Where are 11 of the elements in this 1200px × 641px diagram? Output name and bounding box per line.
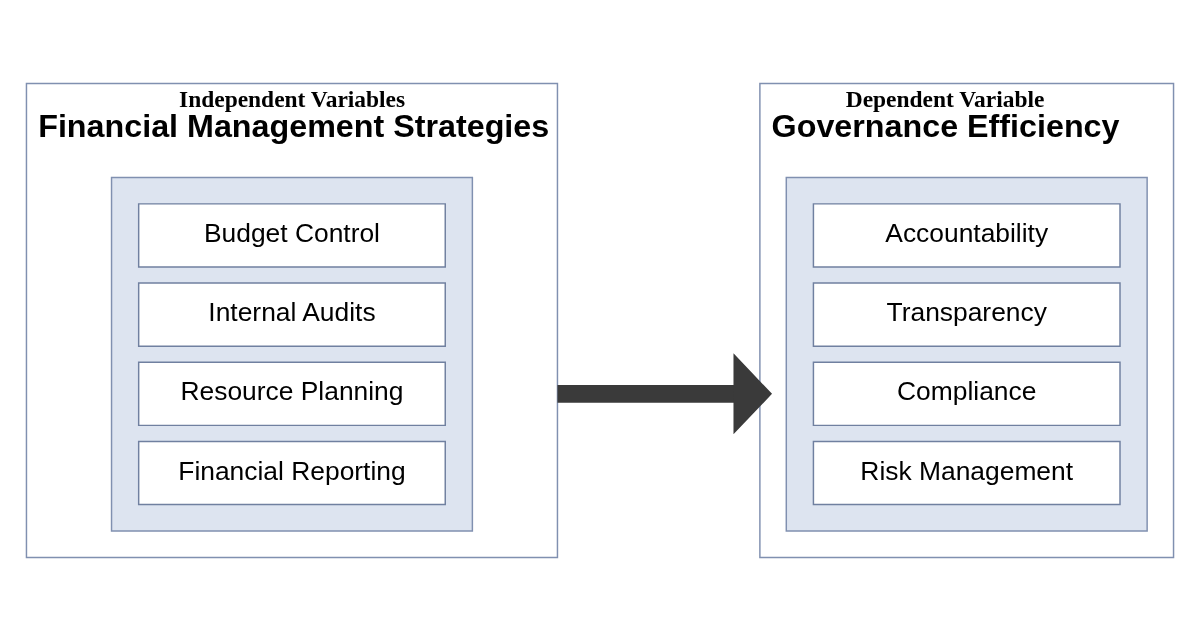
cluster [785,176,1148,532]
node-box: Accountability [812,203,1121,268]
node-box: Transparency [812,282,1121,347]
node-box: Financial Reporting [137,440,446,506]
node-box: Internal Audits [137,282,446,347]
arrow [557,353,773,435]
cluster [110,176,474,532]
node-box: Compliance [812,361,1121,427]
node-box: Resource Planning [137,361,446,427]
node-box: Risk Management [812,440,1121,506]
node-box: Budget Control [137,203,446,268]
